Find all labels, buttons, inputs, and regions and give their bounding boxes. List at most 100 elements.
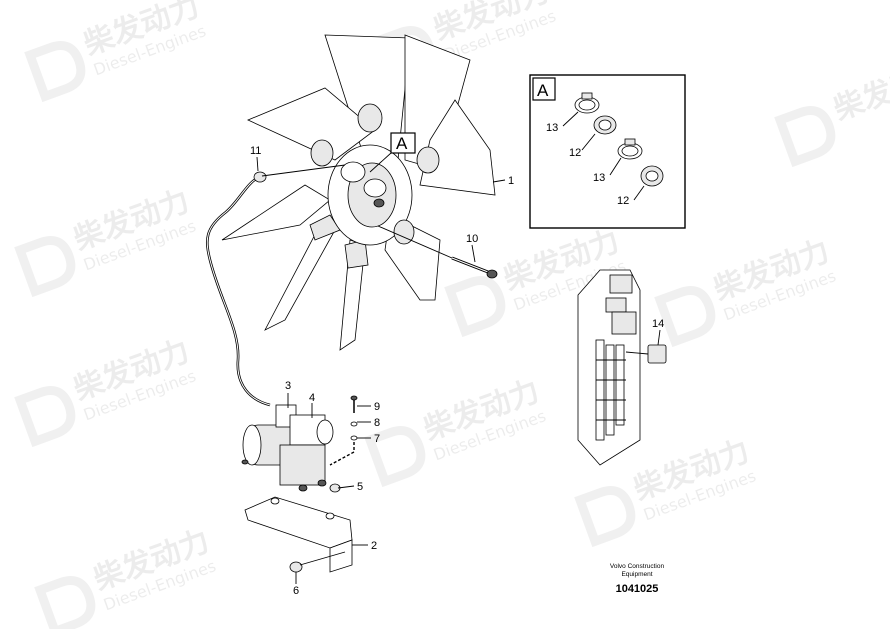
footer-caption-line1: Volvo Construction [610, 563, 665, 570]
leader-line [581, 133, 596, 151]
callout-4: 4 [309, 392, 315, 404]
motor-plug [241, 459, 249, 465]
leader-line [562, 111, 579, 127]
blade-root [393, 219, 415, 245]
bolt-axis-line [299, 551, 346, 566]
leader-line [609, 157, 622, 176]
callout-2: 2 [371, 540, 377, 552]
hose-clamp-inner [578, 99, 596, 111]
mounting-bracket[interactable] [244, 496, 353, 573]
watermark-logo-icon [34, 575, 96, 629]
bracket-hole [325, 512, 335, 520]
view-marker-box [390, 132, 416, 154]
small-parts-stack[interactable] [329, 395, 358, 466]
view-marker-letter: A [396, 134, 408, 153]
clamp-screw [624, 138, 636, 146]
callout-11: 11 [250, 145, 261, 157]
fuse-strip [605, 344, 615, 436]
hub-bolt-head [373, 198, 385, 208]
bracket-plate [244, 496, 353, 549]
watermark-brand-cn: 柴发动力 [829, 54, 890, 128]
leader-line [492, 179, 506, 183]
fan-blade [419, 99, 496, 196]
blade-root [416, 146, 440, 174]
washer [350, 421, 358, 427]
callout-8: 8 [374, 417, 380, 429]
callout-13: 13 [546, 122, 558, 134]
hose-connection-line [261, 164, 346, 177]
callout-1: 1 [508, 175, 514, 187]
watermark-tile: 柴发动力 Diesel-Engines [34, 524, 218, 629]
motor-mount-bolt [317, 479, 327, 487]
hose-assembly[interactable] [206, 164, 346, 407]
callout-12: 12 [617, 195, 629, 207]
hydraulic-hose-core [206, 175, 271, 406]
clamp-screw [581, 92, 593, 100]
drawing-number: 1041025 [616, 583, 659, 595]
motor-mount-bolt [298, 484, 308, 492]
drawing-footer: Volvo Construction Equipment 1041025 [610, 563, 665, 595]
bolt-head [289, 561, 303, 573]
motor-flange [279, 444, 326, 486]
detail-box-frame [529, 74, 686, 229]
leader-line [471, 244, 476, 263]
watermark-logo-icon [364, 425, 426, 488]
rubber-bushing-bore [645, 170, 659, 182]
callout-5: 5 [357, 481, 363, 493]
rubber-bushing-bore [598, 119, 612, 131]
fan-bolt[interactable] [377, 225, 498, 279]
blade-root [357, 103, 383, 133]
fan-assembly[interactable] [221, 34, 496, 351]
watermark-tile: 柴发动力 Diesel-Engines [654, 234, 838, 348]
motor-end-cap [242, 424, 262, 466]
detail-box-a[interactable]: A 13 12 13 12 [529, 74, 686, 229]
detail-box-label-frame [532, 77, 556, 101]
callout-9: 9 [374, 401, 380, 413]
leader-line [633, 185, 645, 201]
fuse-strip [615, 344, 625, 426]
watermark-logo-icon [444, 275, 506, 338]
watermark-logo-icon [24, 40, 86, 103]
screw-head [350, 395, 358, 401]
o-ring [350, 435, 358, 441]
hydraulic-motor[interactable] [241, 404, 334, 492]
watermark-logo-icon [574, 485, 636, 548]
leader-line [657, 329, 661, 346]
callout-13: 13 [593, 172, 605, 184]
watermark-tile: 柴发动力 Diesel-Engines [14, 334, 198, 448]
footer-caption-line2: Equipment [621, 571, 652, 578]
callout-10: 10 [466, 233, 478, 245]
relay-board[interactable] [577, 269, 667, 466]
callout-7: 7 [374, 433, 380, 445]
watermark-logo-icon [774, 105, 836, 168]
leader-line [256, 156, 259, 172]
bolt-axis-line [377, 225, 453, 259]
watermark-tile: 柴发动力 Diesel-Engines [364, 374, 548, 488]
watermark-logo-icon [14, 385, 76, 448]
coupling-ring [340, 161, 366, 183]
callout-6: 6 [293, 585, 299, 597]
callout-layer: 1 2 3 4 5 6 7 8 9 10 11 14 [250, 145, 664, 597]
bolt-shaft-core [451, 257, 489, 273]
loose-relay[interactable] [647, 344, 667, 364]
callout-12: 12 [569, 147, 581, 159]
hose-clamp-inner [621, 145, 639, 157]
assembly-dash-line [329, 442, 355, 466]
relay-position-line [625, 351, 649, 355]
watermark-logo-icon [654, 285, 716, 348]
view-marker-a[interactable]: A [369, 132, 416, 173]
watermark-tile: 柴发动力 Diesel-Engines [24, 0, 208, 103]
relay [609, 274, 633, 294]
detail-box-letter: A [537, 81, 549, 100]
bracket-hole [270, 497, 280, 505]
watermark-tile: 柴发动力 Diesel-Engines [14, 184, 198, 298]
bolt-head [486, 269, 498, 279]
watermark-tile: 柴发动力 [774, 54, 890, 168]
blade-root [310, 139, 334, 167]
view-marker-leader [369, 152, 392, 173]
fuse-strip [595, 339, 605, 441]
relay [611, 311, 637, 335]
callout-14: 14 [652, 318, 664, 330]
bracket-bolt[interactable] [289, 551, 346, 573]
motor-port [316, 419, 334, 445]
